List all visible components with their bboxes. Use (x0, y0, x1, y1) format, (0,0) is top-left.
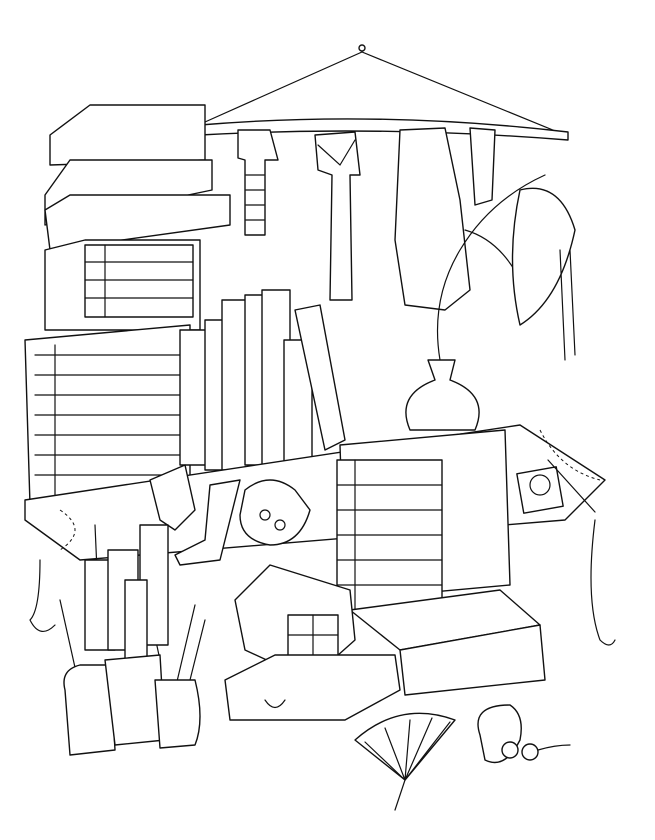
brush-pots (59, 524, 206, 756)
ink-stone-box (516, 459, 596, 514)
patterned-box-stack-center (336, 429, 546, 696)
small-pouch (239, 479, 311, 546)
plant-branch (436, 174, 576, 361)
hanging-garment-1 (237, 129, 279, 236)
vase (405, 359, 480, 431)
folding-fan (354, 712, 456, 811)
box-stack-left (44, 104, 231, 331)
hanging-robe (394, 127, 496, 311)
drawer-cabinet (24, 324, 191, 506)
hanging-rope (204, 44, 566, 136)
rolled-scrolls (179, 289, 346, 471)
socks (149, 464, 196, 531)
lidded-case (224, 654, 401, 721)
spectacles-and-case (477, 704, 571, 764)
bookmark (174, 479, 241, 566)
branch (199, 118, 569, 141)
hanging-garment-2 (314, 131, 361, 301)
